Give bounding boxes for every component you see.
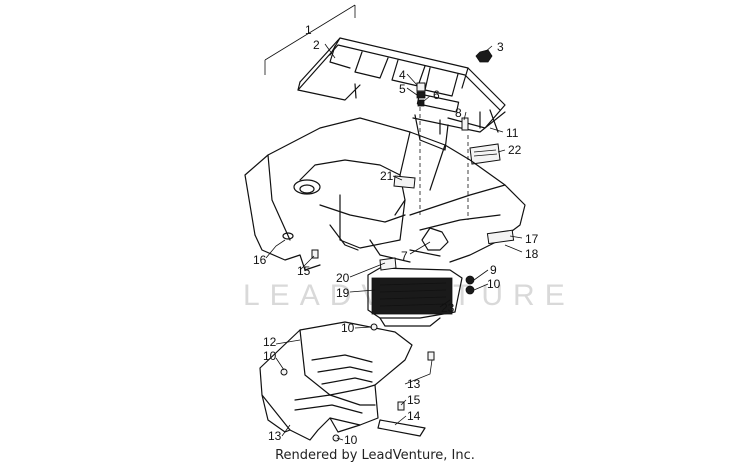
callout-18: 18 [525, 247, 539, 261]
callout-13-a: 13 [407, 377, 421, 391]
callout-6: 6 [433, 88, 440, 102]
callout-2: 2 [313, 38, 320, 52]
mud-flap [367, 267, 463, 327]
callout-23: 23 [441, 301, 455, 315]
step-bar [377, 419, 426, 437]
callout-7: 7 [401, 249, 408, 263]
hardware-items [416, 49, 501, 165]
callout-10-a: 10 [487, 277, 501, 291]
leader-lines [265, 43, 523, 441]
callout-17: 17 [525, 232, 539, 246]
rear-rack [297, 37, 506, 151]
render-credit: Rendered by LeadVenture, Inc. [275, 448, 475, 463]
callout-16: 16 [253, 253, 267, 267]
callout-numbers: 1 2 3 4 5 6 8 11 22 21 17 18 7 9 10 16 1… [253, 23, 539, 447]
footwell [259, 321, 413, 442]
callout-13-b: 13 [268, 429, 282, 443]
callout-4: 4 [399, 68, 406, 82]
callout-12: 12 [263, 335, 277, 349]
small-fasteners [311, 249, 475, 411]
callout-21: 21 [380, 169, 394, 183]
callout-3: 3 [497, 40, 504, 54]
callout-19: 19 [336, 286, 350, 300]
callout-10-b: 10 [341, 321, 355, 335]
callout-20: 20 [336, 271, 350, 285]
rear-fender [244, 100, 526, 271]
callout-14: 14 [407, 409, 421, 423]
callout-11: 11 [506, 126, 519, 140]
callout-1: 1 [305, 23, 312, 37]
callout-15-b: 15 [407, 393, 421, 407]
callout-10-d: 10 [344, 433, 358, 447]
callout-15-a: 15 [297, 264, 311, 278]
callout-5: 5 [399, 82, 406, 96]
callout-10-c: 10 [263, 349, 277, 363]
callout-8: 8 [455, 106, 462, 120]
callout-22: 22 [508, 143, 522, 157]
callout-9: 9 [490, 263, 497, 277]
